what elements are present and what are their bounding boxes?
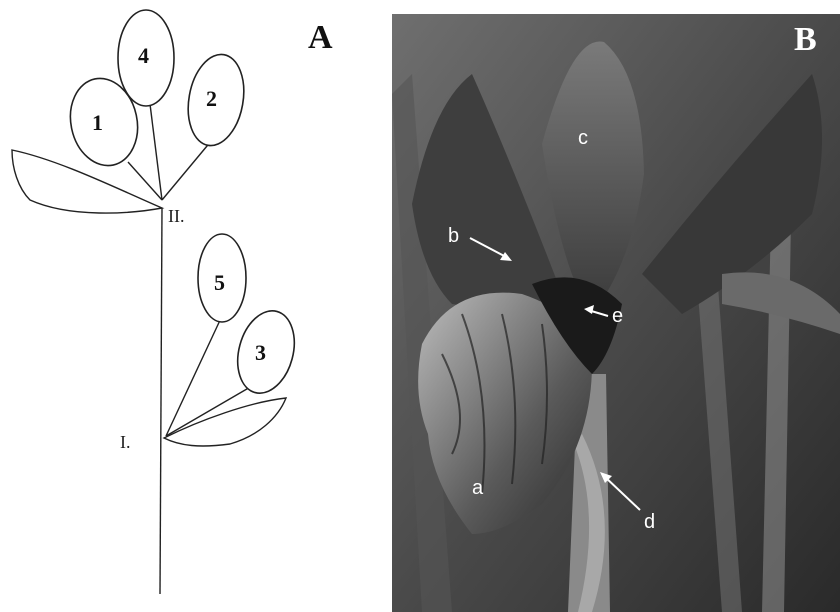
part-label-a: a (472, 477, 484, 499)
part-label-d: d (644, 511, 655, 533)
main-stem (160, 208, 162, 594)
flower-number-1: 1 (92, 110, 103, 135)
inflorescence-diagram: A 1 4 2 II. 5 3 I. (0, 0, 390, 612)
upper-bract (12, 150, 162, 213)
pedicel-1 (128, 162, 162, 200)
flower-bud-3 (229, 304, 303, 399)
flower-number-5: 5 (214, 270, 225, 295)
flower-number-3: 3 (255, 340, 266, 365)
part-label-c: c (578, 127, 588, 149)
panel-letter-b: B (794, 21, 817, 58)
flower-number-4: 4 (138, 43, 149, 68)
lower-bract (164, 398, 286, 446)
node-label-2: II. (168, 206, 185, 226)
part-label-e: e (612, 305, 623, 327)
pedicel-4 (150, 104, 162, 200)
panel-letter-a: A (308, 19, 333, 56)
part-label-b: b (448, 225, 459, 247)
pedicel-2 (162, 140, 212, 200)
iris-photo: B c b e a d (392, 14, 840, 612)
flower-number-2: 2 (206, 86, 217, 111)
node-label-1: I. (120, 432, 131, 452)
